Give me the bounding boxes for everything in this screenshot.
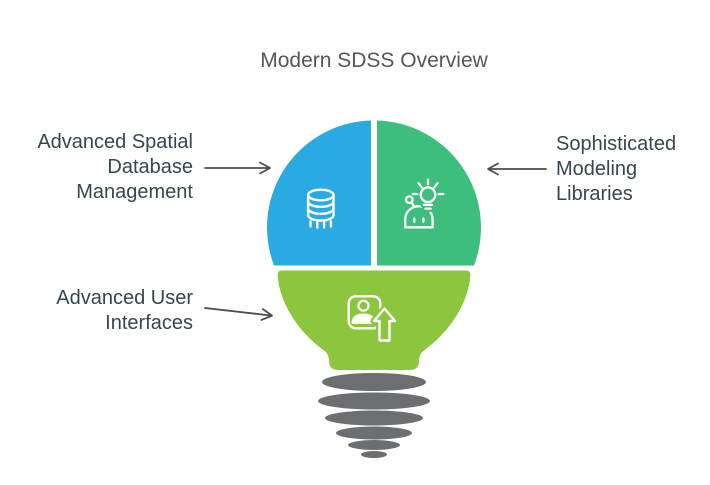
screw-base-tip xyxy=(361,451,387,458)
database-icon xyxy=(306,188,335,229)
arrow-spatial-database xyxy=(204,161,271,175)
screw-thread xyxy=(348,440,400,450)
segment-spatial-database xyxy=(267,120,371,266)
arrow-user-interfaces xyxy=(204,307,273,321)
screw-base xyxy=(318,373,430,458)
page-title: Modern SDSS Overview xyxy=(260,49,488,72)
screw-thread xyxy=(336,426,412,440)
screw-thread xyxy=(318,392,430,410)
segment-modeling-libraries xyxy=(377,120,481,266)
screw-thread xyxy=(322,373,426,391)
callout-modeling-libraries-label: Sophisticated Modeling Libraries xyxy=(556,133,677,205)
callout-spatial-database-label: Advanced Spatial Database Management xyxy=(37,131,193,203)
callout-user-interfaces-label: Advanced User Interfaces xyxy=(56,287,193,334)
screw-thread xyxy=(325,410,423,426)
user-upload-icon xyxy=(347,295,399,344)
robot-lightbulb-icon xyxy=(404,178,445,229)
arrow-modeling-libraries xyxy=(487,162,547,176)
